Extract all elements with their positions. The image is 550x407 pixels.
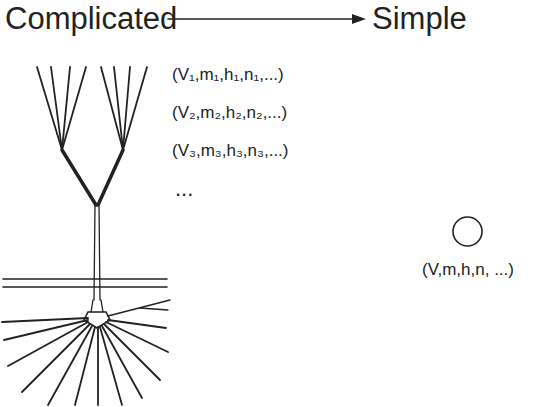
stage-label: Complicated (5, 3, 177, 34)
state-vector: (V₃,m₃,h₃,n₃,...) (172, 142, 289, 159)
basal-dendrites (2, 318, 168, 405)
point-neuron: (V,m,h,n, ...) (452, 216, 483, 247)
state-vector: (V₁,m₁,h₁,n₁,...) (172, 66, 284, 83)
apical-tuft (37, 67, 147, 150)
arrow-line (168, 18, 356, 20)
state-vector: (V,m,h,n, ...) (422, 261, 514, 278)
side-branch (108, 300, 170, 316)
apical-trunk (91, 205, 103, 312)
circle-outline (452, 216, 483, 247)
stage-label: Simple (372, 3, 467, 34)
apical-branch (62, 150, 123, 205)
ellipsis: ... (175, 178, 193, 200)
axon-lines (3, 279, 167, 287)
state-vector: (V₂,m₂,h₂,n₂,...) (172, 104, 287, 121)
arrow-head (352, 14, 366, 24)
